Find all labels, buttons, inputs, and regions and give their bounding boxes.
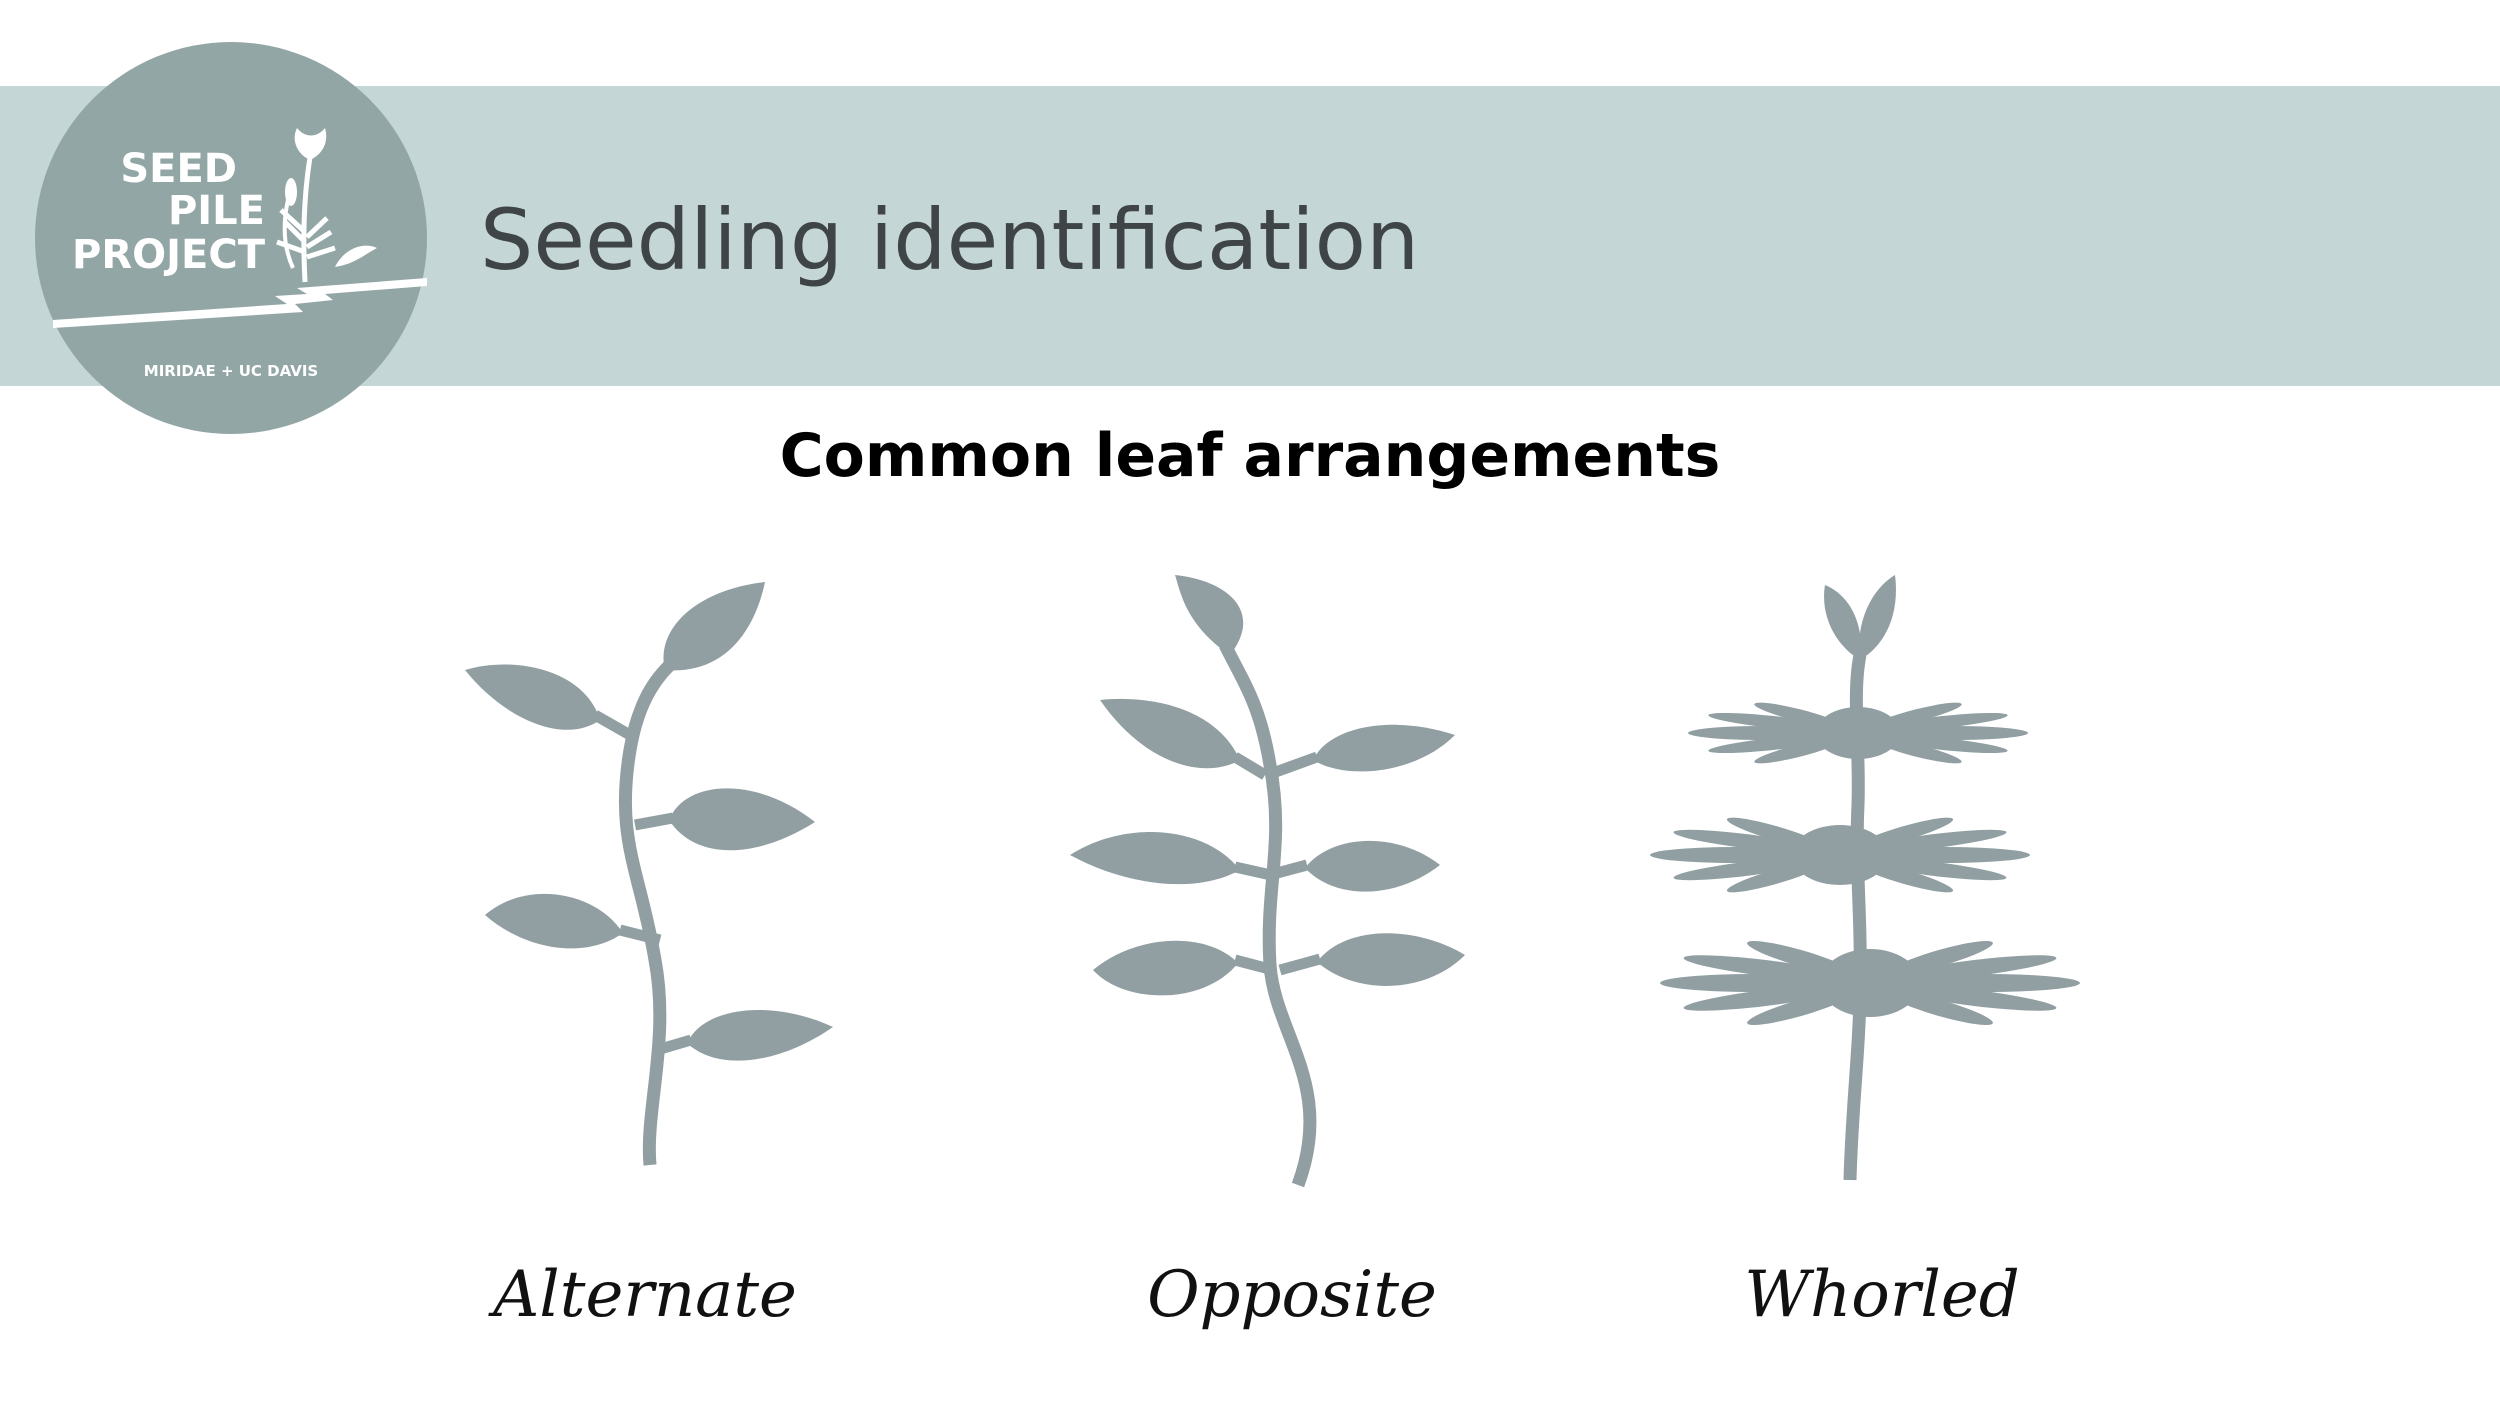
page-title: Seedling identification: [480, 191, 1420, 289]
whorled-leaf-icon: [1640, 565, 2090, 1185]
caption-opposite: Opposite: [1147, 1258, 1437, 1332]
logo-tagline: MIRIDAE + UC DAVIS: [144, 362, 318, 380]
alternate-leaf-icon: [455, 570, 855, 1180]
seed-pile-project-logo: SEED PILE PROJECT MIRIDAE + UC DAVIS: [35, 42, 427, 434]
logo-line-pile: PILE: [168, 188, 265, 234]
caption-whorled: Whorled: [1744, 1258, 2020, 1332]
caption-alternate: Alternate: [493, 1258, 797, 1332]
opposite-leaf-icon: [1055, 565, 1475, 1195]
logo-line-seed: SEED: [120, 146, 237, 192]
logo-line-project: PROJECT: [72, 232, 266, 278]
plant-logo-icon: [276, 128, 377, 283]
section-heading: Common leaf arrangements: [779, 421, 1721, 491]
